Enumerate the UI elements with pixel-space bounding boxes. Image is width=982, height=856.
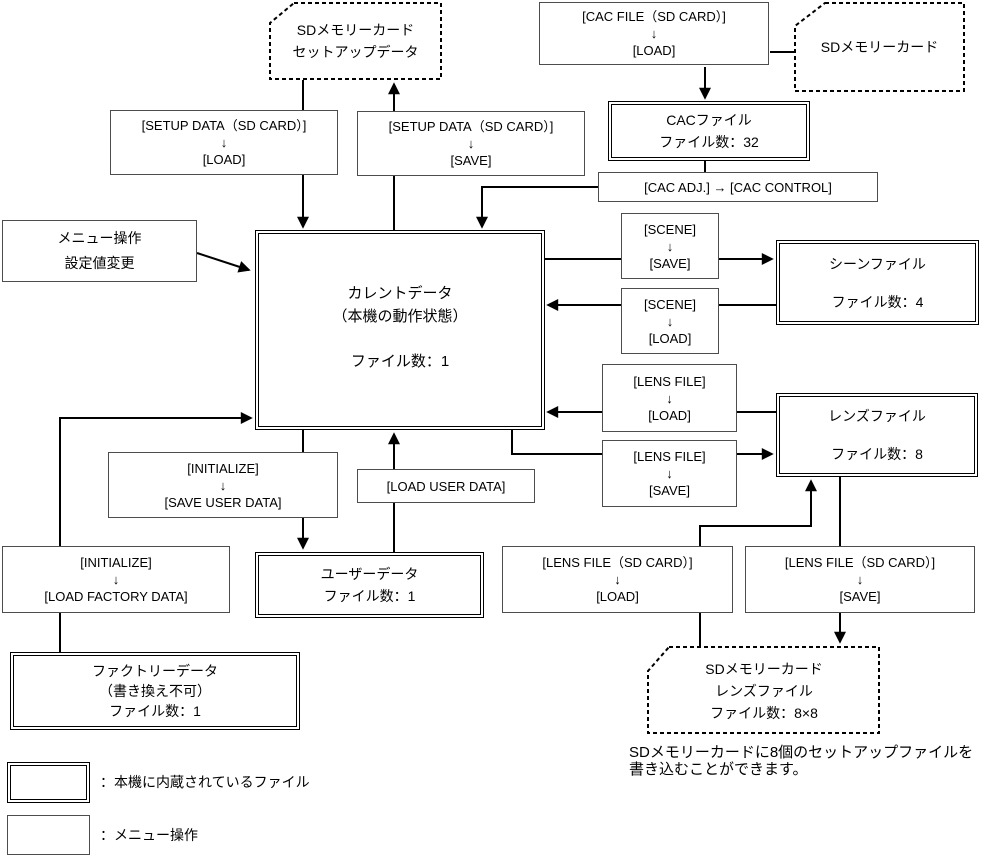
flow-arrow — [59, 412, 253, 547]
node-setup-data-save: [SETUP DATA（SD CARD）] ↓ [SAVE] — [357, 111, 585, 176]
label-line: [SCENE] — [643, 221, 696, 237]
label-line: ファイル数：8 — [831, 446, 923, 462]
label-line: 設定値変更 — [64, 255, 135, 271]
label-line: SDメモリーカード — [820, 39, 939, 55]
node-sd-card: SDメモリーカード — [794, 2, 965, 92]
legend-menu-op-label: ：メニュー操作 — [100, 827, 198, 843]
label-line: CACファイル — [666, 112, 752, 128]
node-initialize-load-factory-data: [INITIALIZE] ↓ [LOAD FACTORY DATA] — [2, 546, 230, 613]
down-arrow-glyph: ↓ — [666, 313, 674, 329]
label-line: ファイル数：1 — [350, 352, 450, 370]
flow-line-group — [59, 51, 846, 652]
down-arrow-glyph: ↓ — [614, 572, 621, 587]
label-line: [SAVE USER DATA] — [164, 494, 282, 510]
node-factory-data: ファクトリーデータ （書き換え不可） ファイル数：1 — [10, 652, 300, 730]
footnote-text: SDメモリーカードに8個のセットアップファイルを書き込むことができます。 — [629, 744, 974, 778]
legend-internal-file-label: ：本機に内蔵されているファイル — [100, 774, 310, 790]
label-line: （本機の動作状態） — [332, 307, 468, 325]
label-line: [SAVE] — [649, 255, 691, 271]
node-scene-load: [SCENE] ↓ [LOAD] — [621, 288, 719, 354]
down-arrow-glyph: ↓ — [219, 477, 227, 493]
node-cac-file-sd-load: [CAC FILE（SD CARD）] ↓ [LOAD] — [539, 2, 769, 65]
sd-card-shape — [269, 2, 442, 80]
node-lens-file-load: [LENS FILE] ↓ [LOAD] — [602, 364, 737, 432]
node-setup-data-load: [SETUP DATA（SD CARD）] ↓ [LOAD] — [110, 110, 338, 175]
down-arrow-glyph: ↓ — [467, 136, 475, 151]
node-lens-file: レンズファイル ファイル数：8 — [776, 393, 978, 477]
node-lens-file-sd-load: [LENS FILE（SD CARD）] ↓ [LOAD] — [502, 546, 733, 613]
label-line: [LENS FILE] — [633, 449, 706, 464]
label-line: [INITIALIZE] — [187, 460, 259, 476]
label-line: シーンファイル — [829, 255, 926, 272]
label-line: [LOAD] — [596, 589, 639, 604]
node-sd-lens-card: SDメモリーカード レンズファイル ファイル数：8×8 — [647, 646, 881, 735]
label-line: レンズファイル — [715, 682, 813, 699]
label-line: [SETUP DATA（SD CARD）] — [388, 119, 554, 134]
label-line: ファイル数：1 — [109, 703, 201, 719]
down-arrow-glyph: ↓ — [220, 135, 228, 150]
node-menu-operation: メニュー操作 設定値変更 — [2, 220, 197, 282]
label-line: ファクトリーデータ — [92, 663, 218, 679]
label-line: メニュー操作 — [57, 230, 142, 246]
legend-internal-file-swatch — [7, 762, 90, 803]
label-line: [SAVE] — [839, 589, 881, 604]
node-scene-save: [SCENE] ↓ [SAVE] — [621, 213, 719, 279]
label-line: セットアップデータ — [292, 44, 419, 60]
label-line: [LOAD USER DATA] — [386, 478, 506, 494]
node-lens-file-save: [LENS FILE] ↓ [SAVE] — [602, 440, 737, 507]
label-line: ファイル数：32 — [659, 134, 759, 150]
flow-arrow — [476, 186, 598, 229]
flow-arrow — [196, 252, 251, 273]
down-arrow-glyph: ↓ — [666, 238, 674, 254]
label-line: [LENS FILE] — [633, 373, 706, 389]
label-line: [LENS FILE（SD CARD）] — [784, 555, 936, 570]
node-load-user-data: [LOAD USER DATA] — [357, 469, 535, 503]
label-line: [LOAD] — [648, 407, 691, 423]
label-line: SDメモリーカード — [705, 660, 823, 677]
down-arrow-glyph: ↓ — [666, 466, 673, 481]
label-line: [CAC FILE（SD CARD）] — [582, 9, 726, 24]
sd-card-shape — [647, 646, 880, 734]
label-line: （書き換え不可） — [99, 683, 211, 699]
label-line: [SAVE] — [649, 483, 690, 498]
sd-card-shape — [794, 2, 965, 92]
node-sd-setup-card: SDメモリーカード セットアップデータ — [269, 2, 442, 80]
label-line: [SAVE] — [450, 153, 492, 168]
label-line: [SETUP DATA（SD CARD）] — [141, 118, 307, 133]
down-arrow-glyph: ↓ — [666, 390, 673, 406]
node-initialize-save-user-data: [INITIALIZE] ↓ [SAVE USER DATA] — [108, 452, 338, 518]
label-line: ファイル数：8×8 — [710, 704, 818, 721]
label-line: [LOAD] — [648, 330, 692, 346]
label-line: ユーザーデータ — [320, 566, 419, 582]
down-arrow-glyph: ↓ — [112, 572, 120, 587]
flow-line — [511, 430, 602, 455]
flow-arrow — [699, 479, 817, 546]
node-scene-file: シーンファイル ファイル数：4 — [776, 240, 979, 325]
node-cac-adj-control: [CAC ADJ.] → [CAC CONTROL] — [598, 172, 878, 202]
node-user-data: ユーザーデータ ファイル数：1 — [255, 552, 484, 618]
label-line: ファイル数：4 — [831, 293, 924, 310]
down-arrow-glyph: ↓ — [650, 26, 658, 41]
node-current-data: カレントデータ （本機の動作状態） ファイル数：1 — [255, 230, 545, 430]
label-line: レンズファイル — [828, 408, 926, 424]
down-arrow-glyph: ↓ — [856, 572, 864, 587]
label-line: [SCENE] — [643, 296, 696, 312]
label-line: [CAC ADJ.] → [CAC CONTROL] — [644, 179, 832, 195]
label-line: [LENS FILE（SD CARD）] — [542, 555, 693, 570]
node-lens-file-sd-save: [LENS FILE（SD CARD）] ↓ [SAVE] — [745, 546, 975, 613]
label-line: [INITIALIZE] — [80, 555, 152, 570]
legend-menu-op-swatch — [7, 815, 90, 855]
label-line: カレントデータ — [347, 284, 453, 302]
label-line: [LOAD] — [202, 152, 246, 167]
node-cac-file: CACファイル ファイル数：32 — [608, 101, 810, 161]
label-line: [LOAD FACTORY DATA] — [44, 589, 188, 604]
label-line: [LOAD] — [632, 43, 676, 58]
label-line: ファイル数：1 — [323, 588, 416, 604]
label-line: SDメモリーカード — [296, 22, 415, 38]
